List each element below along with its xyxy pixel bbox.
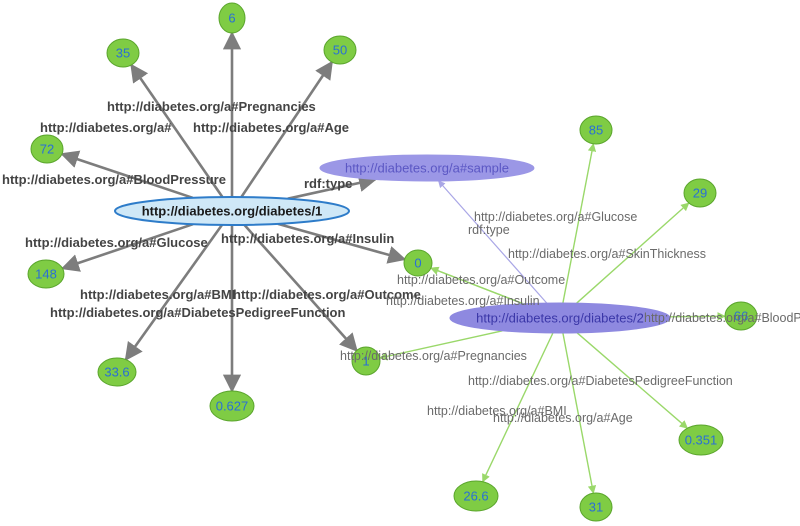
edge-e16 <box>669 312 726 321</box>
edge-label-e11: http://diabetes.org/a#Glucose <box>474 210 637 224</box>
node-label-n0351: 0.351 <box>685 433 718 448</box>
edge-e18 <box>576 332 689 429</box>
node-shape-n6 <box>218 2 246 34</box>
edge-e8 <box>124 224 224 362</box>
edge-e7 <box>277 222 407 264</box>
node-label-n29: 29 <box>693 186 707 201</box>
node-label-n1: 1 <box>362 354 369 369</box>
node-label-n336: 33.6 <box>104 365 129 380</box>
node-sample[interactable]: http://diabetes.org/a#sample <box>319 154 535 182</box>
node-label-sample: http://diabetes.org/a#sample <box>345 161 509 176</box>
edge-label-e18: http://diabetes.org/a#DiabetesPedigreeFu… <box>468 374 733 388</box>
node-n35[interactable]: 35 <box>106 38 140 68</box>
node-label-n0627: 0.627 <box>216 399 249 414</box>
edge-label-e3: http://diabetes.org/a#Age <box>193 120 349 135</box>
node-label-n85: 85 <box>589 123 603 138</box>
node-n266[interactable]: 26.6 <box>453 480 499 512</box>
edge-label-e19: http://diabetes.org/a#BMI <box>427 404 567 418</box>
node-shape-n0351 <box>678 424 724 456</box>
node-shape-n50 <box>323 35 357 65</box>
node-n6[interactable]: 6 <box>218 2 246 34</box>
node-shape-n336 <box>97 357 137 387</box>
edge-e15 <box>430 266 524 305</box>
node-label-n6: 6 <box>228 11 235 26</box>
node-n29[interactable]: 29 <box>683 178 717 208</box>
node-s2[interactable]: http://diabetes.org/diabetes/2 <box>449 302 671 334</box>
edge-label-e14: http://diabetes.org/a#Outcome <box>397 273 565 287</box>
node-n66[interactable]: 66 <box>724 301 758 331</box>
edge-label-e9: http://diabetes.org/a#Outcome <box>233 287 421 302</box>
node-shape-n31 <box>579 492 613 522</box>
edges-layer <box>60 31 726 495</box>
edge-e19 <box>482 332 554 483</box>
node-label-n66: 66 <box>734 309 748 324</box>
edge-e4 <box>60 150 194 200</box>
node-label-n31: 31 <box>589 500 603 515</box>
edge-e13 <box>576 202 690 304</box>
node-n0[interactable]: 0 <box>403 249 433 277</box>
node-shape-n35 <box>106 38 140 68</box>
node-label-n148: 148 <box>35 267 57 282</box>
labels-layer: http://diabetes.org/a#Pregnancies http://… <box>2 99 800 425</box>
node-shape-s1 <box>114 196 350 226</box>
node-shape-sample <box>319 154 535 182</box>
edge-label-e10: http://diabetes.org/a#DiabetesPedigreeFu… <box>50 305 345 320</box>
node-n1[interactable]: 1 <box>351 346 381 376</box>
edge-e2 <box>130 63 224 198</box>
node-label-n35: 35 <box>116 46 130 61</box>
edge-label-e6: http://diabetes.org/a#Glucose <box>25 235 208 250</box>
node-n0627[interactable]: 0.627 <box>209 390 255 422</box>
node-shape-n1 <box>351 346 381 376</box>
edge-e17 <box>378 330 503 361</box>
node-label-n0: 0 <box>414 256 421 271</box>
node-label-n50: 50 <box>333 43 347 58</box>
edge-e3 <box>240 60 333 198</box>
node-n72[interactable]: 72 <box>30 134 64 164</box>
edge-label-e4: http://diabetes.org/a#BloodPressure <box>2 172 226 187</box>
node-n336[interactable]: 33.6 <box>97 357 137 387</box>
edge-label-e5: rdf:type <box>304 176 352 191</box>
edge-label-e2: http://diabetes.org/a# <box>40 120 172 135</box>
node-label-s1: http://diabetes.org/diabetes/1 <box>142 204 323 219</box>
node-shape-n72 <box>30 134 64 164</box>
edge-e11 <box>562 142 597 304</box>
edge-e12 <box>438 180 548 304</box>
node-shape-n266 <box>453 480 499 512</box>
node-n0351[interactable]: 0.351 <box>678 424 724 456</box>
node-label-n72: 72 <box>40 142 54 157</box>
edge-label-e7: http://diabetes.org/a#Insulin <box>221 231 394 246</box>
edge-label-e1: http://diabetes.org/a#Pregnancies <box>107 99 316 114</box>
node-label-n266: 26.6 <box>463 489 488 504</box>
nodes-layer: http://diabetes.org/diabetes/1 http://dia… <box>27 2 758 522</box>
edge-label-e8: http://diabetes.org/a#BMI <box>80 287 235 302</box>
node-shape-s2 <box>449 302 671 334</box>
node-shape-n66 <box>724 301 758 331</box>
node-shape-n0627 <box>209 390 255 422</box>
node-n50[interactable]: 50 <box>323 35 357 65</box>
edge-label-e17: http://diabetes.org/a#Pregnancies <box>340 349 527 363</box>
edge-e6 <box>60 222 194 272</box>
node-n85[interactable]: 85 <box>579 115 613 145</box>
node-shape-n85 <box>579 115 613 145</box>
node-shape-n0 <box>403 249 433 277</box>
edge-label-e12: rdf:type <box>468 223 510 237</box>
edge-e5 <box>287 174 378 200</box>
node-n148[interactable]: 148 <box>27 259 65 289</box>
edge-e20 <box>562 332 597 495</box>
edge-label-e16: http://diabetes.org/a#BloodPressure <box>644 311 800 325</box>
node-label-s2: http://diabetes.org/diabetes/2 <box>476 311 644 326</box>
edge-label-e15: http://diabetes.org/a#Insulin <box>386 294 540 308</box>
edge-e9 <box>243 224 358 352</box>
node-n31[interactable]: 31 <box>579 492 613 522</box>
node-shape-n29 <box>683 178 717 208</box>
edge-label-e20: http://diabetes.org/a#Age <box>493 411 633 425</box>
node-shape-n148 <box>27 259 65 289</box>
node-s1[interactable]: http://diabetes.org/diabetes/1 <box>114 196 350 226</box>
edge-label-e13: http://diabetes.org/a#SkinThickness <box>508 247 706 261</box>
